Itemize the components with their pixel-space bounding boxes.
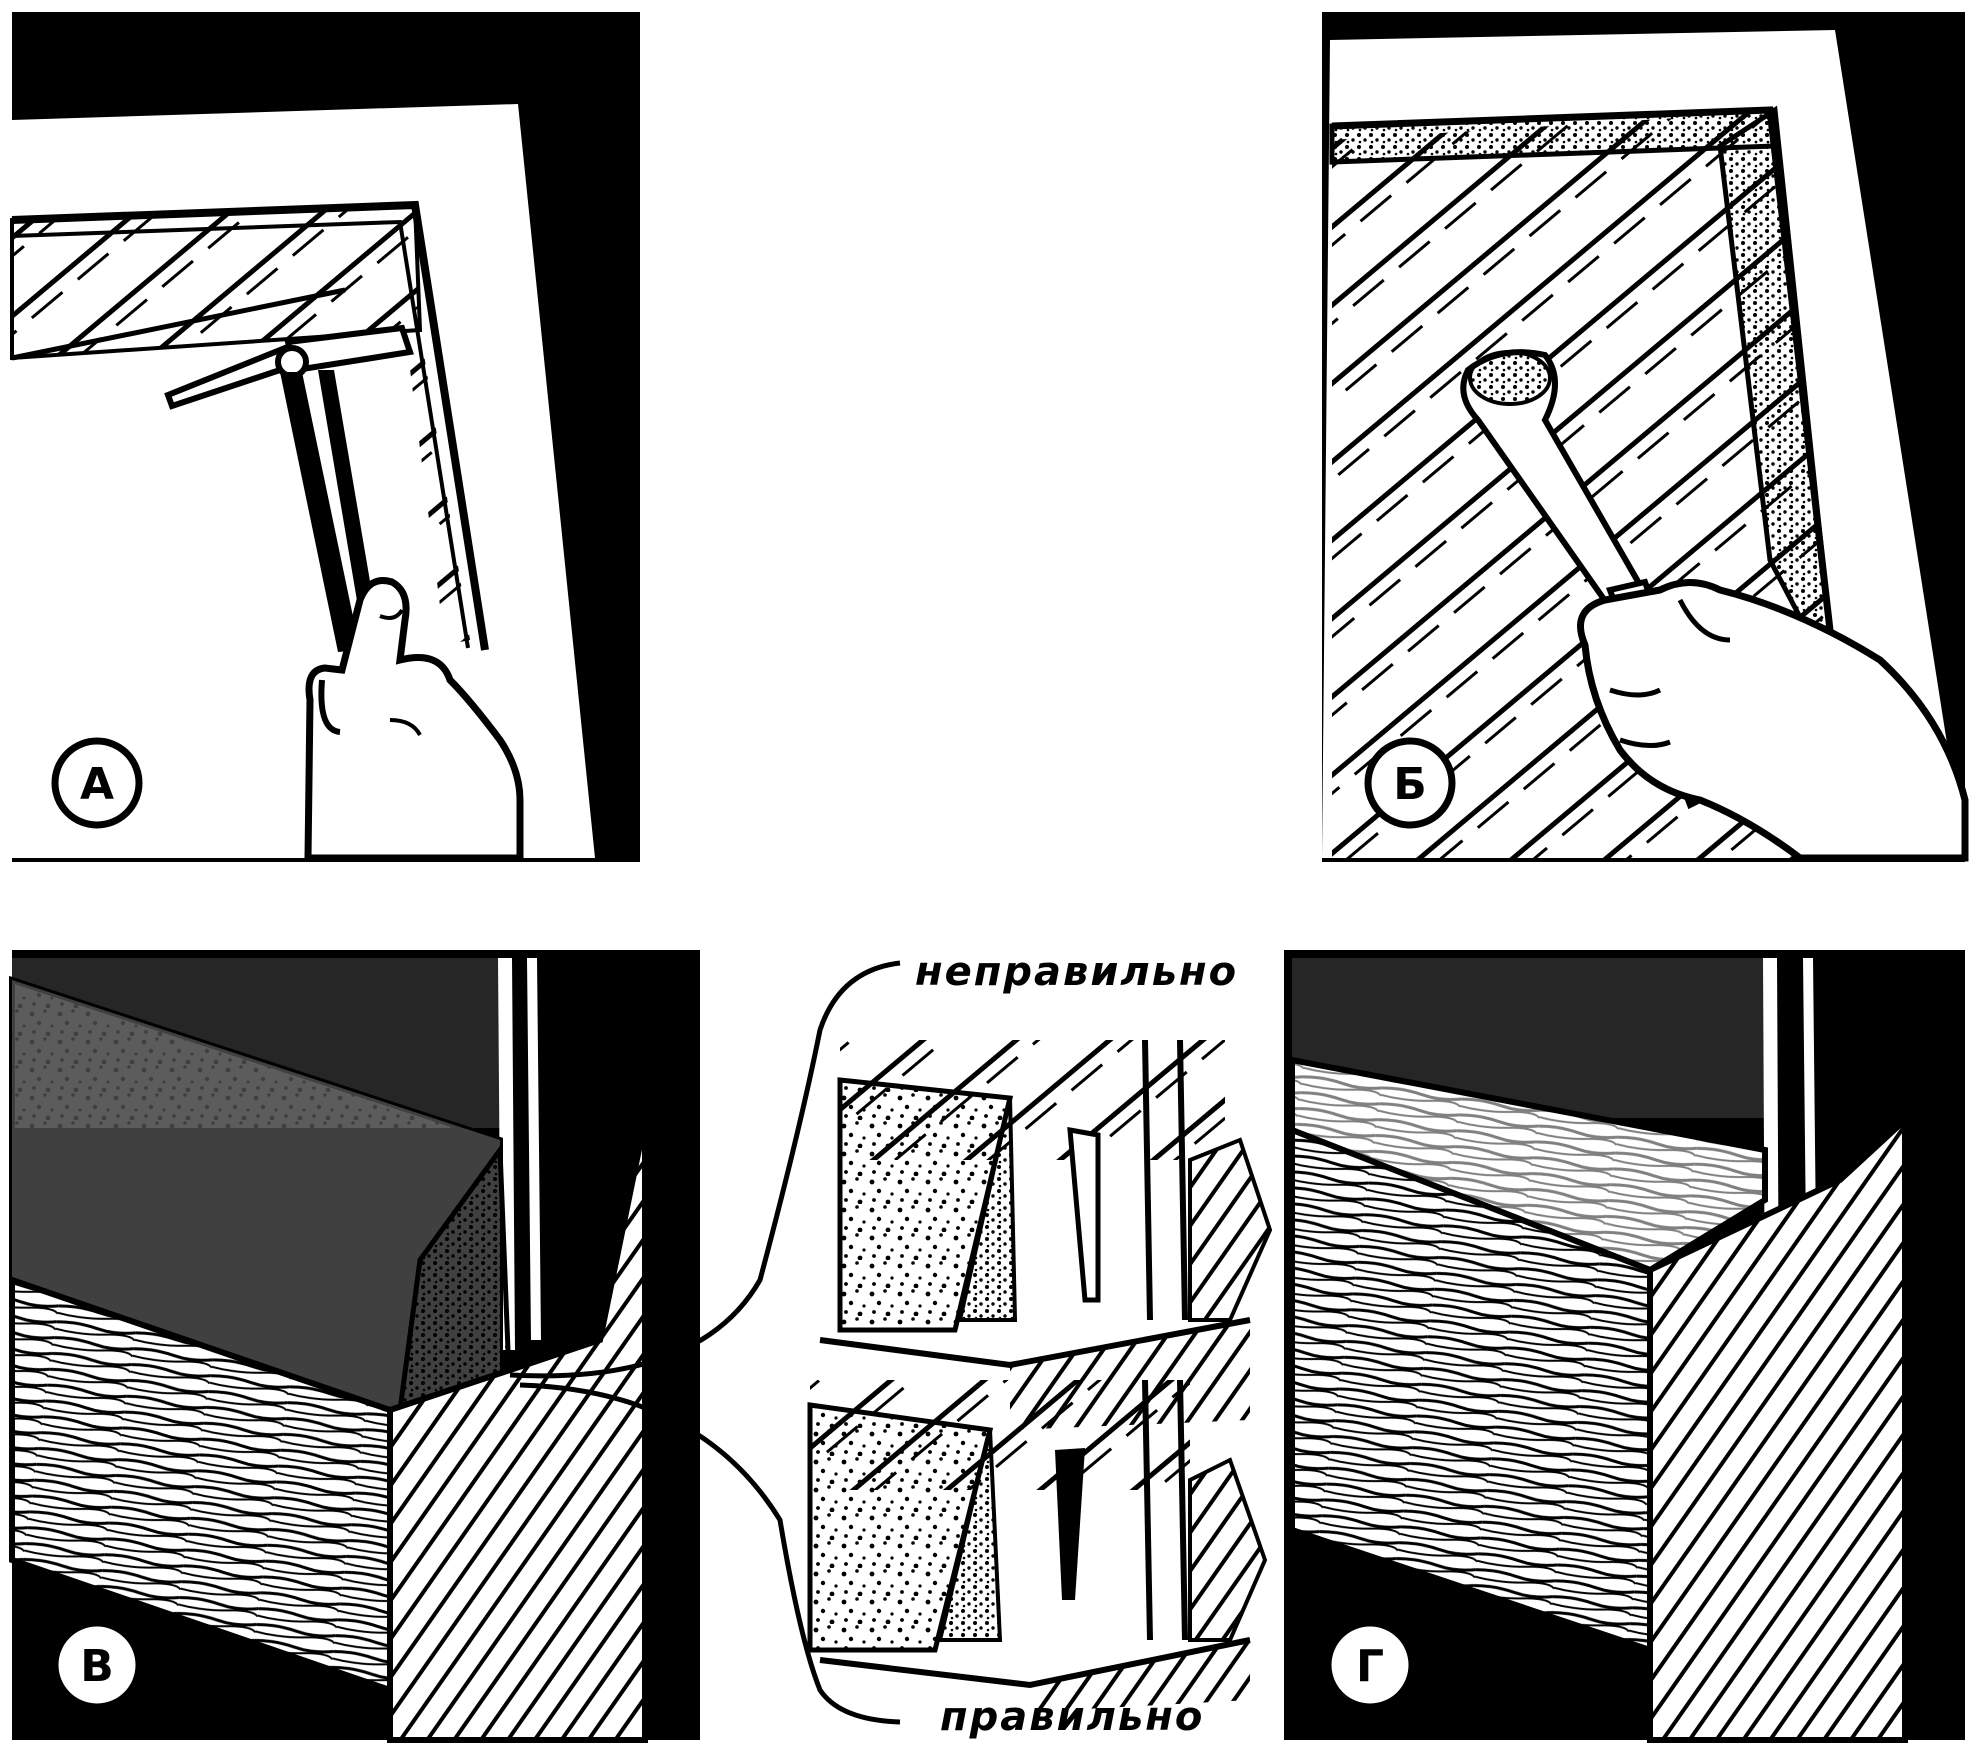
panel-v: В [9,950,700,1743]
hand-icon [1577,579,1969,862]
panel-g: Г [1284,950,1965,1743]
panel-v-badge [51,1619,143,1711]
panel-b: Б [1322,12,1969,862]
panel-a-badge [51,737,143,829]
panel-g-badge [1324,1619,1416,1711]
wrong-label: неправильно [915,949,1238,995]
hand-icon [304,577,524,862]
inset-comparison: неправильно правильно [509,949,1273,1740]
inset-right [807,1379,1268,1712]
panel-b-label: Б [1393,759,1427,810]
panel-g-label: Г [1356,1641,1384,1692]
panel-a-label: А [80,759,114,810]
right-label: правильно [940,1694,1204,1740]
hammer-icon [164,324,414,652]
panel-a: А [10,12,640,862]
inset-wrong [819,1039,1273,1430]
panel-b-badge [1364,737,1456,829]
panel-v-label: В [80,1641,114,1692]
